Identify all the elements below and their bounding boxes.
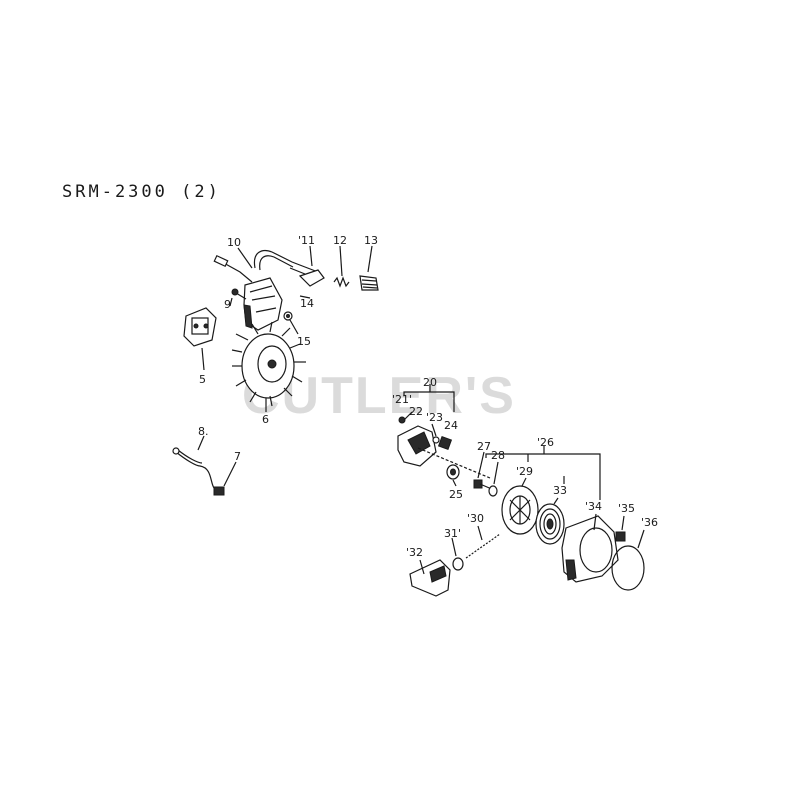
- flywheel-drawing: [231, 321, 306, 412]
- callout-25: 25: [449, 488, 463, 501]
- recoil-starter-drawing: [409, 446, 645, 597]
- callout-24: 24: [444, 419, 458, 432]
- callout-33: 33: [553, 484, 567, 497]
- callout-28: 28: [491, 449, 505, 462]
- callout-9: 9: [224, 298, 231, 311]
- ignition-coil-drawing: [213, 245, 379, 335]
- callout-34: '34: [585, 500, 602, 513]
- callout-8: 8.: [198, 425, 209, 438]
- callout-23: '23: [426, 411, 443, 424]
- callout-7: 7: [234, 450, 241, 463]
- callout-12: 12: [333, 234, 347, 247]
- callout-15: 15: [297, 335, 311, 348]
- callout-14: 14: [300, 297, 314, 310]
- stop-wire-drawing: [172, 435, 215, 489]
- callout-20: 20: [423, 376, 437, 389]
- callout-29: '29: [516, 465, 533, 478]
- callout-27: 27: [477, 440, 491, 453]
- callout-21: '21': [392, 393, 412, 406]
- callout-32: '32: [406, 546, 423, 559]
- diagram-title: SRM-2300 (2): [62, 182, 221, 202]
- callout-26: '26: [537, 436, 554, 449]
- callout-36: '36: [641, 516, 658, 529]
- callout-10: 10: [227, 236, 241, 249]
- callout-11: '11: [298, 234, 315, 247]
- screw-drawing: [213, 461, 237, 496]
- callout-13: 13: [364, 234, 378, 247]
- callout-22: 22: [409, 405, 423, 418]
- callout-35: '35: [618, 502, 635, 515]
- callout-5: 5: [199, 373, 206, 386]
- callout-6: 6: [262, 413, 269, 426]
- callout-labels: 5 6 7 8. 9 10 '11 12 13 14 15 20 '21' 22…: [198, 234, 658, 559]
- callout-30: '30: [467, 512, 484, 525]
- starter-pulley-group-drawing: [397, 384, 491, 487]
- callout-31: 31': [444, 527, 461, 540]
- ignition-module-drawing: [183, 307, 217, 371]
